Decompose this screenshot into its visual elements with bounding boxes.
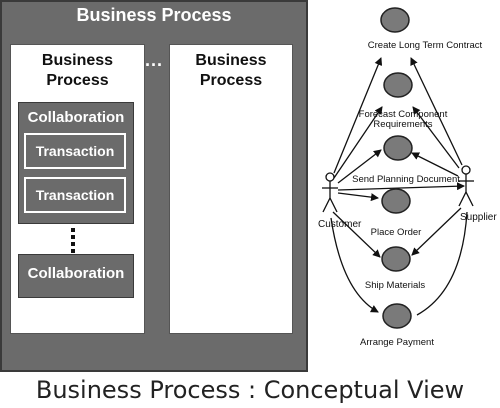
send-planning-doc-arrow	[337, 182, 465, 191]
use-case-label-6: Arrange Payment	[360, 337, 434, 348]
use-case-oval-1	[380, 7, 410, 33]
use-case-oval-6	[382, 303, 412, 329]
transaction-box-1: Transaction	[24, 133, 126, 169]
outer-title: Business Process	[76, 5, 232, 25]
ellipsis: ...	[145, 50, 164, 70]
caption: Business Process : Conceptual View	[35, 376, 465, 404]
customer-actor	[322, 172, 338, 213]
panel-right-title: Business Process	[195, 52, 267, 89]
supplier-label: Supplier	[460, 212, 497, 223]
panel-left-title: Business Process	[41, 52, 114, 89]
supplier-payment-line	[416, 211, 468, 316]
use-case-label-5: Ship Materials	[364, 280, 426, 291]
use-case-label-4: Place Order	[370, 227, 422, 238]
supplier-associations	[410, 57, 463, 256]
use-case-oval-2	[383, 72, 413, 98]
customer-label: Customer	[318, 219, 362, 230]
supplier-actor	[458, 165, 474, 207]
collaboration-title: Collaboration	[27, 109, 125, 126]
collaboration-box-bottom: Collaboration	[18, 254, 134, 298]
use-case-label-3: Send Planning Document	[352, 174, 460, 185]
use-case-label-2: Forecast Component Requirements	[358, 109, 448, 130]
use-case-oval-4	[381, 188, 411, 214]
vertical-ellipsis	[71, 228, 75, 256]
use-case-oval-3	[383, 135, 413, 161]
customer-associations	[330, 57, 383, 313]
use-case-oval-5	[381, 246, 411, 272]
transaction-box-2: Transaction	[24, 177, 126, 213]
collaboration-bottom-title: Collaboration	[27, 265, 125, 282]
use-case-ovals	[380, 7, 413, 329]
use-case-label-1: Create Long Term Contract	[367, 40, 483, 51]
business-process-panel-right: Business Process	[169, 44, 293, 334]
